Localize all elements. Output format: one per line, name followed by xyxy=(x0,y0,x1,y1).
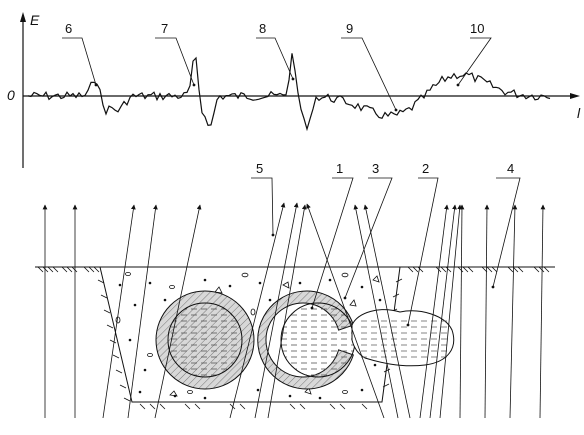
cross-section: 1 3 2 4 5 xyxy=(35,161,555,419)
field-lines xyxy=(42,202,546,419)
callout-5-leader xyxy=(251,177,274,236)
right-pipe-wall xyxy=(257,290,355,390)
leak-water xyxy=(358,318,448,362)
callout-10-label: 10 xyxy=(470,21,484,36)
callout-3-leader xyxy=(344,177,393,299)
left-pipe xyxy=(155,290,255,390)
y-axis-arrow-icon xyxy=(20,12,26,22)
callout-7-leader xyxy=(155,37,195,86)
callout-1-label: 1 xyxy=(336,161,343,176)
backfill-pebbles xyxy=(115,271,380,397)
callout-6-leader xyxy=(62,37,97,86)
backfill-particles xyxy=(118,278,382,400)
callout-4-label: 4 xyxy=(507,161,514,176)
callout-1-dot xyxy=(310,306,314,310)
callout-3-dot xyxy=(343,296,347,300)
y-axis-label: E xyxy=(30,12,40,28)
callout-6-label: 6 xyxy=(65,21,72,36)
x-axis-arrow-icon xyxy=(570,93,580,99)
callout-4-dot xyxy=(491,285,495,289)
callout-2-leader xyxy=(407,177,439,326)
callout-10-dot xyxy=(456,83,460,87)
callout-1-leader xyxy=(311,177,354,309)
callout-5-dot xyxy=(271,233,275,237)
callout-7-dot xyxy=(192,83,196,87)
callout-8-leader xyxy=(256,37,294,80)
left-pipe-water xyxy=(167,302,243,378)
callout-8-dot xyxy=(291,77,295,81)
callout-7-label: 7 xyxy=(161,21,168,36)
origin-label: 0 xyxy=(7,87,15,103)
callout-10-leader xyxy=(457,37,492,86)
callout-5-label: 5 xyxy=(256,161,263,176)
signal-trace xyxy=(27,53,551,132)
callout-9-leader xyxy=(341,37,397,111)
callout-6-dot xyxy=(94,83,98,87)
callout-9-label: 9 xyxy=(346,21,353,36)
callout-4-leader xyxy=(492,177,521,288)
callout-9-dot xyxy=(394,108,398,112)
callout-8-label: 8 xyxy=(259,21,266,36)
right-pipe-water xyxy=(280,302,356,378)
ground-hatch-marks xyxy=(37,266,550,273)
signal-graph: E 0 l 6 7 8 9 10 xyxy=(7,12,581,168)
callout-2-label: 2 xyxy=(422,161,429,176)
callout-3-label: 3 xyxy=(372,161,379,176)
callout-2-dot xyxy=(406,323,410,327)
x-axis-label: l xyxy=(577,105,581,121)
